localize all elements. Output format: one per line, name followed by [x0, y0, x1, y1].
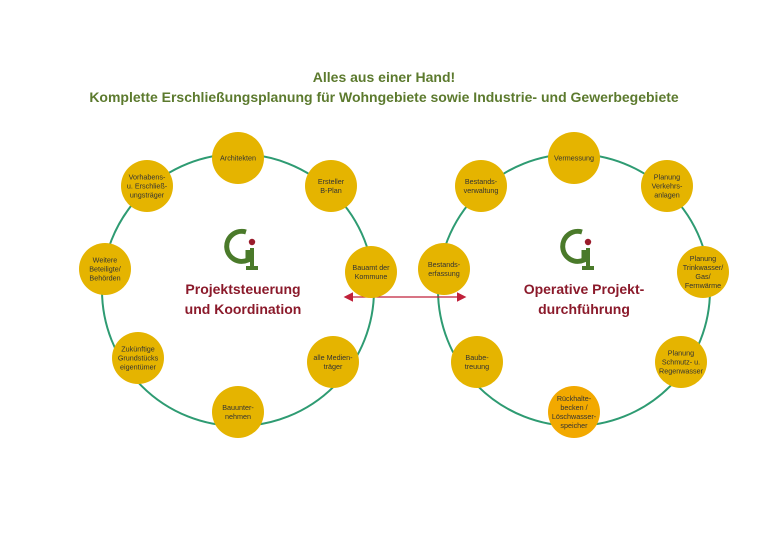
left-node-label: Beteiligte/ — [89, 265, 121, 274]
left-node-label: ungsträger — [130, 191, 165, 200]
right-node-circle — [548, 132, 600, 184]
right-node-label: Löschwasser- — [552, 412, 597, 421]
right-node-label: Planung — [654, 173, 680, 182]
left-node-label: Weitere — [93, 256, 118, 265]
right-node-label: Trinkwasser/ — [683, 263, 723, 272]
left-node-circle — [345, 246, 397, 298]
right-node: Baube-treuung — [451, 336, 503, 388]
left-node-label: B-Plan — [320, 186, 342, 195]
right-node-label: speicher — [560, 421, 588, 430]
right-node-circle — [677, 246, 729, 298]
right-node-label: Schmutz- u. — [662, 358, 700, 367]
right-node-label: Planung — [690, 254, 716, 263]
right-node: Bestands-verwaltung — [455, 160, 507, 212]
right-node-label: treuung — [465, 362, 489, 371]
right-node-label: Fernwärme — [685, 281, 721, 290]
right-node-label: Bestands- — [428, 260, 461, 269]
left-node-circle — [121, 160, 173, 212]
right-center-title-line2: durchführung — [538, 301, 630, 317]
left-node-label: Ersteller — [318, 177, 345, 186]
right-node-circle — [548, 386, 600, 438]
left-node-label: Bauamt der — [352, 263, 390, 272]
page-subtitle: Komplette Erschließungsplanung für Wohng… — [89, 89, 679, 105]
left-node-label: Kommune — [355, 272, 388, 281]
left-node-label: nehmen — [225, 412, 251, 421]
right-node-circle — [451, 336, 503, 388]
page-title: Alles aus einer Hand! — [312, 69, 456, 85]
left-center-title-line2: und Koordination — [185, 301, 302, 317]
right-node-label: Gas/ — [695, 272, 710, 281]
right-center-title-line1: Operative Projekt- — [524, 281, 645, 297]
left-node-label: Vorhabens- — [129, 173, 166, 182]
right-node-label: Rückhalte- — [557, 394, 592, 403]
left-center-title-line1: Projektsteuerung — [185, 281, 300, 297]
right-node-label: anlagen — [654, 191, 680, 200]
left-node-label: alle Medien- — [313, 353, 353, 362]
left-node-label: Bauunter- — [222, 403, 254, 412]
right-node-circle — [655, 336, 707, 388]
left-node-label: u. Erschließ- — [127, 182, 168, 191]
left-node-label: Architekten — [220, 154, 256, 163]
gi-logo-icon — [224, 228, 258, 270]
right-node-label: Verkehrs- — [652, 182, 683, 191]
right-node-label: Vermessung — [554, 154, 594, 163]
left-node-circle — [79, 243, 131, 295]
left-node-circle — [307, 336, 359, 388]
left-node-label: träger — [324, 362, 343, 371]
right-node-label: Planung — [668, 349, 694, 358]
left-node: Bauunter-nehmen — [212, 386, 264, 438]
right-node: Vermessung — [548, 132, 600, 184]
left-node-label: eigentümer — [120, 363, 157, 372]
left-node: alle Medien-träger — [307, 336, 359, 388]
right-node-label: Bestands- — [465, 177, 498, 186]
left-node-label: Grundstücks — [118, 354, 159, 363]
right-node-circle — [641, 160, 693, 212]
left-node-circle — [212, 386, 264, 438]
right-node-circle — [418, 243, 470, 295]
right-node: Bestands-erfassung — [418, 243, 470, 295]
left-node-circle — [112, 332, 164, 384]
right-node-label: erfassung — [428, 269, 460, 278]
left-node-label: Behörden — [89, 274, 120, 283]
right-node: Rückhalte-becken /Löschwasser-speicher — [548, 386, 600, 438]
gi-logo-icon — [560, 228, 594, 270]
left-node-circle — [305, 160, 357, 212]
left-node-label: Zukünftige — [121, 345, 155, 354]
left-node-circle — [212, 132, 264, 184]
left-node: Vorhabens-u. Erschließ-ungsträger — [121, 160, 173, 212]
right-node-circle — [455, 160, 507, 212]
right-ring-nodes: VermessungPlanungVerkehrs-anlagenPlanung… — [418, 132, 729, 438]
right-node-label: becken / — [560, 403, 587, 412]
left-node: Architekten — [212, 132, 264, 184]
right-node-label: Regenwasser — [659, 367, 704, 376]
right-node-label: Baube- — [465, 353, 489, 362]
right-node-label: verwaltung — [464, 186, 499, 195]
